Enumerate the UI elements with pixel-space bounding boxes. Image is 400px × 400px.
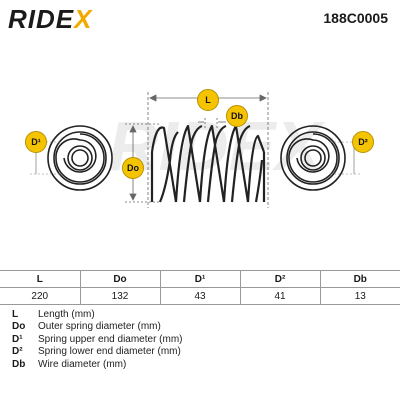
legend-item: L Length (mm) bbox=[12, 308, 183, 321]
spring-end-view-left bbox=[30, 125, 113, 191]
wire-diameter-dimension bbox=[198, 118, 226, 128]
marker-lower-end-diameter: D² bbox=[352, 131, 374, 153]
spring-end-view-right bbox=[280, 125, 362, 191]
marker-wire-diameter: Db bbox=[226, 105, 248, 127]
legend-item: D¹ Spring upper end diameter (mm) bbox=[12, 333, 183, 346]
marker-length: L bbox=[197, 89, 219, 111]
spec-header-row: L Do D¹ D² Db bbox=[0, 270, 400, 288]
legend-symbol: Db bbox=[12, 358, 26, 370]
legend-description: Length (mm) bbox=[38, 308, 95, 320]
legend-symbol: Do bbox=[12, 321, 26, 333]
legend-item: D² Spring lower end diameter (mm) bbox=[12, 346, 183, 359]
spring-technical-drawing: RIDEX bbox=[30, 92, 362, 208]
length-dimension bbox=[147, 92, 269, 208]
legend-description: Wire diameter (mm) bbox=[38, 358, 127, 370]
spec-value-Do: 132 bbox=[79, 287, 160, 305]
legend-symbol: L bbox=[12, 308, 19, 320]
spec-value-row: 220 132 43 41 13 bbox=[0, 287, 400, 305]
brand-accent-x: X bbox=[74, 4, 93, 34]
legend: L Length (mm) Do Outer spring diameter (… bbox=[12, 308, 183, 371]
header: RIDEX 188C0005 bbox=[0, 0, 400, 40]
legend-symbol: D² bbox=[12, 346, 23, 358]
spec-value-D2: 41 bbox=[239, 287, 320, 305]
spec-header-Db: Db bbox=[319, 270, 400, 288]
legend-description: Spring upper end diameter (mm) bbox=[38, 333, 183, 345]
spec-value-D1: 43 bbox=[159, 287, 240, 305]
spec-header-D1: D¹ bbox=[159, 270, 240, 288]
spec-value-L: 220 bbox=[0, 287, 80, 305]
spec-header-Do: Do bbox=[79, 270, 160, 288]
marker-upper-end-diameter: D¹ bbox=[25, 131, 47, 153]
spec-table: L Do D¹ D² Db 220 132 43 41 13 bbox=[0, 270, 400, 305]
legend-item: Do Outer spring diameter (mm) bbox=[12, 321, 183, 334]
spec-header-L: L bbox=[0, 270, 80, 288]
ridex-logo: RIDEX bbox=[8, 4, 92, 35]
legend-item: Db Wire diameter (mm) bbox=[12, 358, 183, 371]
coil-spring-side-view bbox=[150, 124, 266, 203]
marker-outer-diameter: Do bbox=[122, 157, 144, 179]
legend-description: Outer spring diameter (mm) bbox=[38, 321, 161, 333]
legend-symbol: D¹ bbox=[12, 333, 23, 345]
legend-description: Spring lower end diameter (mm) bbox=[38, 346, 181, 358]
part-code: 188C0005 bbox=[323, 10, 388, 26]
spec-header-D2: D² bbox=[239, 270, 320, 288]
brand-text: RIDE bbox=[8, 4, 75, 34]
spec-value-Db: 13 bbox=[319, 287, 400, 305]
